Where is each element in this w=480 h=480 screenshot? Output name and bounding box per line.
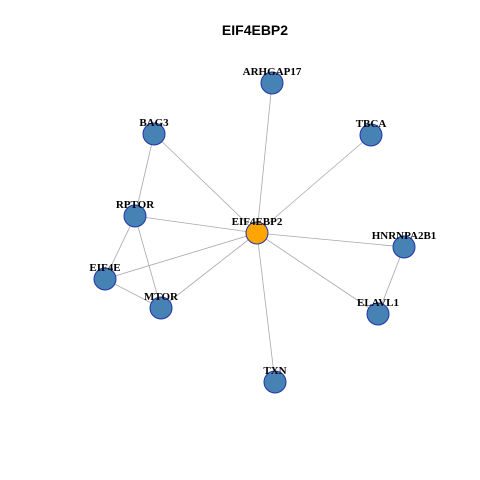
node-label-mtor: MTOR [144, 291, 179, 303]
edge-layer [104, 82, 405, 383]
node-circle-eif4ebp2 [245, 221, 269, 245]
node-label-hnrnpa2b1: HNRNPA2B1 [372, 230, 437, 242]
node-label-eif4ebp2: EIF4EBP2 [232, 216, 283, 228]
node-circle-bag3 [142, 122, 166, 146]
node-bag3: BAG3 [139, 117, 169, 146]
edge-eif4ebp2-hnrnpa2b1 [256, 232, 405, 248]
edge-eif4ebp2-rptor [134, 215, 258, 234]
edge-eif4ebp2-txn [256, 232, 276, 383]
edge-eif4ebp2-mtor [160, 232, 258, 309]
node-circle-rptor [123, 204, 147, 228]
edge-bag3-rptor [134, 133, 155, 217]
node-circle-tbca [359, 123, 383, 147]
node-eif4ebp2: EIF4EBP2 [232, 216, 283, 245]
node-label-txn: TXN [263, 365, 286, 377]
node-circle-txn [263, 370, 287, 394]
edge-eif4ebp2-eif4e [104, 232, 258, 280]
node-mtor: MTOR [144, 291, 179, 320]
edge-eif4ebp2-elavl1 [256, 232, 379, 315]
node-label-eif4e: EIF4E [89, 262, 120, 274]
node-label-bag3: BAG3 [139, 117, 169, 129]
node-label-arhgap17: ARHGAP17 [243, 66, 302, 78]
node-rptor: RPTOR [116, 199, 155, 228]
edge-hnrnpa2b1-elavl1 [377, 246, 405, 315]
edge-eif4ebp2-arhgap17 [256, 82, 273, 234]
node-elavl1: ELAVL1 [357, 297, 399, 326]
node-label-rptor: RPTOR [116, 199, 155, 211]
node-tbca: TBCA [356, 118, 387, 147]
node-hnrnpa2b1: HNRNPA2B1 [372, 230, 437, 259]
node-circle-hnrnpa2b1 [392, 235, 416, 259]
node-circle-elavl1 [366, 302, 390, 326]
node-arhgap17: ARHGAP17 [243, 66, 302, 95]
diagram-title: EIF4EBP2 [222, 22, 288, 38]
node-circle-eif4e [93, 267, 117, 291]
node-circle-mtor [149, 296, 173, 320]
node-txn: TXN [263, 365, 287, 394]
node-label-tbca: TBCA [356, 118, 387, 130]
node-eif4e: EIF4E [89, 262, 121, 291]
edge-eif4ebp2-tbca [256, 134, 372, 234]
edge-eif4ebp2-bag3 [153, 133, 258, 234]
node-label-elavl1: ELAVL1 [357, 297, 399, 309]
node-circle-arhgap17 [260, 71, 284, 95]
edge-rptor-mtor [134, 215, 162, 309]
edge-rptor-eif4e [104, 215, 136, 280]
